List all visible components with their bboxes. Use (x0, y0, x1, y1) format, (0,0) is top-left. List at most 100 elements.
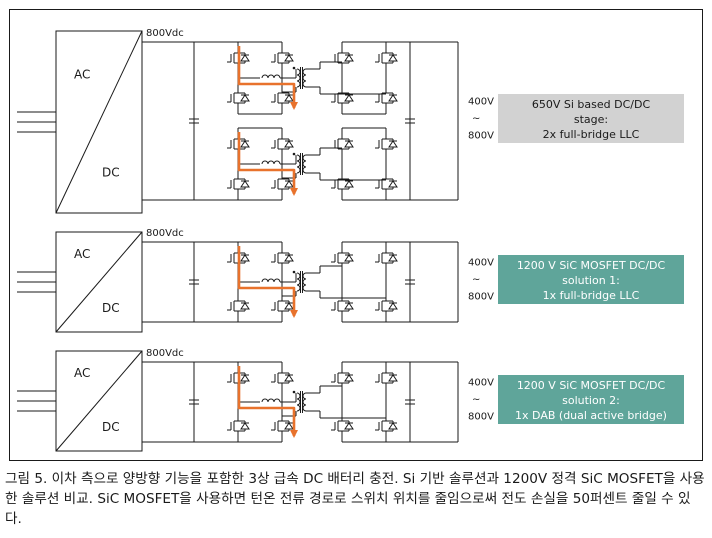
resonant-inductor (261, 278, 281, 283)
inductor-turn (267, 74, 275, 79)
current-path-arrowhead (290, 188, 298, 196)
stage-info-box (498, 94, 684, 143)
stage-info-line: solution 1: (562, 274, 620, 287)
diode-symbol (344, 254, 354, 262)
llc-cell (227, 41, 398, 115)
inductor-turn (267, 398, 275, 403)
mosfet-switch (227, 174, 250, 194)
stage-info-line: 1200 V SiC MOSFET DC/DC (517, 379, 666, 392)
output-voltage-max: 400V (468, 378, 494, 389)
capacitor (189, 279, 199, 285)
transformer-secondary-turn (302, 160, 307, 168)
current-path-arrow (237, 132, 298, 196)
converter-dc-label: DC (102, 301, 120, 315)
transformer-secondary-turn (302, 166, 307, 174)
transformer-secondary-turn (302, 278, 307, 286)
inductor-turn (273, 160, 281, 165)
stage-info-line: 1200 V SiC MOSFET DC/DC (517, 259, 666, 272)
mosfet-switch (331, 248, 354, 268)
resonant-inductor (261, 74, 281, 79)
transformer-secondary-turn (302, 272, 307, 280)
llc-cell (227, 241, 398, 323)
figure-caption: 그림 5. 이차 측으로 양방향 기능을 포함한 3상 급속 DC 배터리 충전… (5, 471, 705, 527)
diode-symbol (388, 254, 398, 262)
transformer-primary-turn (296, 272, 301, 280)
current-path-line (237, 46, 296, 108)
output-voltage-min: 800V (468, 292, 494, 303)
diode-symbol (344, 302, 354, 310)
mosfet-switch (375, 368, 398, 388)
capacitor (405, 399, 415, 405)
converter-ac-label: AC (74, 247, 90, 261)
dc-bus-label: 800Vdc (146, 28, 184, 39)
diode-symbol (240, 374, 250, 382)
diode-symbol (344, 180, 354, 188)
diode-symbol (240, 180, 250, 188)
inductor-turn (261, 398, 269, 403)
mosfet-switch (271, 296, 294, 316)
capacitor (405, 118, 415, 124)
converter-diagonal (55, 231, 143, 333)
transformer-primary-turn (296, 166, 301, 174)
converter-diagonal (55, 350, 143, 452)
transformer-primary-turn (296, 80, 301, 88)
stage-info-line: 1x DAB (dual active bridge) (515, 409, 667, 422)
inductor-turn (261, 160, 269, 165)
diode-symbol (388, 180, 398, 188)
inductor-turn (267, 278, 275, 283)
output-voltage-min: 800V (468, 412, 494, 423)
transformer-primary-turn (296, 68, 301, 76)
diode-symbol (240, 54, 250, 62)
transformer-primary-turn (296, 160, 301, 168)
mosfet-switch (331, 48, 354, 68)
diode-symbol (388, 302, 398, 310)
current-path-line (237, 132, 296, 194)
transformer-secondary-turn (302, 74, 307, 82)
current-path-line (237, 246, 296, 316)
stage-info-box (498, 375, 684, 424)
mosfet-switch (375, 134, 398, 154)
diode-symbol (284, 54, 294, 62)
mosfet-switch (375, 174, 398, 194)
mosfet-switch (227, 296, 250, 316)
transformer (292, 152, 307, 175)
mosfet-switch (375, 48, 398, 68)
mosfet-switch (375, 248, 398, 268)
mosfet-switch (331, 368, 354, 388)
converter-diagonal (55, 30, 143, 214)
llc-cell (227, 361, 398, 443)
mosfet-switch (271, 134, 294, 154)
transformer-primary-turn (296, 74, 301, 82)
transformer (292, 270, 307, 293)
transformer-primary-turn (296, 278, 301, 286)
current-path-arrow (237, 246, 298, 318)
mosfet-switch (331, 416, 354, 436)
mosfet-switch (331, 296, 354, 316)
converter-dc-label: DC (102, 166, 120, 180)
mosfet-switch (271, 416, 294, 436)
diode-symbol (388, 54, 398, 62)
transformer-secondary-turn (302, 398, 307, 406)
diode-symbol (284, 94, 294, 102)
inductor-turn (273, 74, 281, 79)
transformer-secondary-turn (302, 68, 307, 76)
diode-symbol (240, 302, 250, 310)
mosfet-switch (331, 88, 354, 108)
mosfet-switch (227, 88, 250, 108)
diode-symbol (284, 302, 294, 310)
diode-symbol (284, 422, 294, 430)
mosfet-switch (271, 174, 294, 194)
current-path-arrowhead (290, 310, 298, 318)
stage-info-line: 1x full-bridge LLC (543, 289, 640, 302)
transformer-primary-turn (296, 154, 301, 162)
mosfet-switch (271, 88, 294, 108)
diode-symbol (388, 94, 398, 102)
dc-bus-label: 800Vdc (146, 228, 184, 239)
mosfet-switch (375, 416, 398, 436)
output-voltage-tilde: ~ (472, 395, 480, 406)
transformer-primary-turn (296, 398, 301, 406)
transformer-dot (292, 66, 296, 70)
